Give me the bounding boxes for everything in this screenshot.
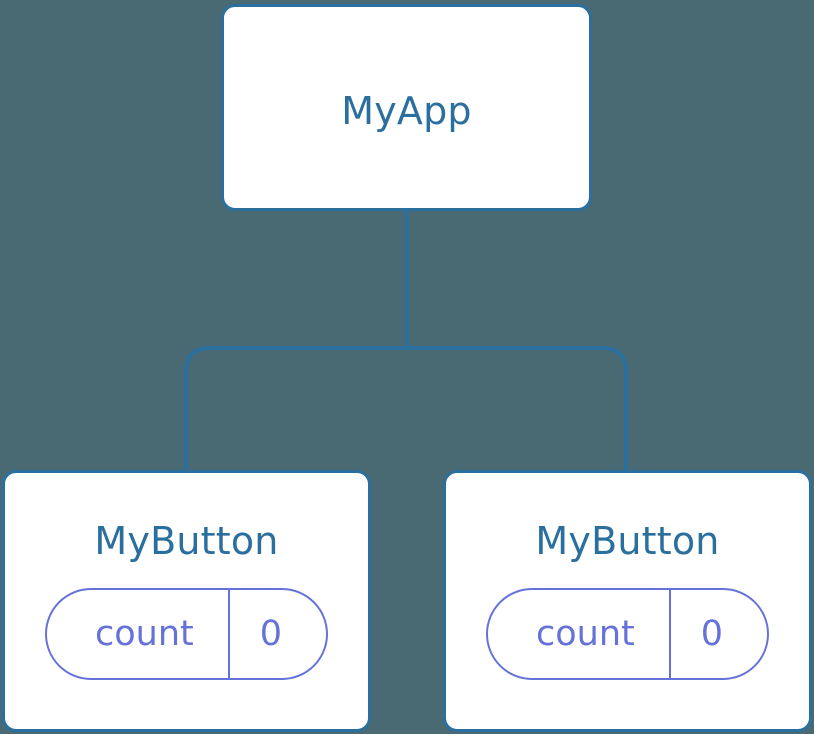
state-pill[interactable]: count 0 xyxy=(44,588,329,680)
node-title: MyApp xyxy=(341,89,472,133)
state-value: 0 xyxy=(259,613,283,654)
state-pill[interactable]: count 0 xyxy=(485,588,770,680)
edge-root-to-child-right xyxy=(407,346,628,472)
state-value: 0 xyxy=(700,613,724,654)
edge-root-to-child-left xyxy=(184,346,407,472)
state-key: count xyxy=(94,613,194,654)
node-myapp[interactable]: MyApp xyxy=(221,4,592,211)
pill-divider xyxy=(227,590,230,678)
node-mybutton-2[interactable]: MyButton count 0 xyxy=(443,470,812,732)
node-title: MyButton xyxy=(94,519,279,563)
node-mybutton-1[interactable]: MyButton count 0 xyxy=(2,470,371,732)
state-key: count xyxy=(535,613,635,654)
node-title: MyButton xyxy=(535,519,720,563)
pill-divider xyxy=(668,590,671,678)
